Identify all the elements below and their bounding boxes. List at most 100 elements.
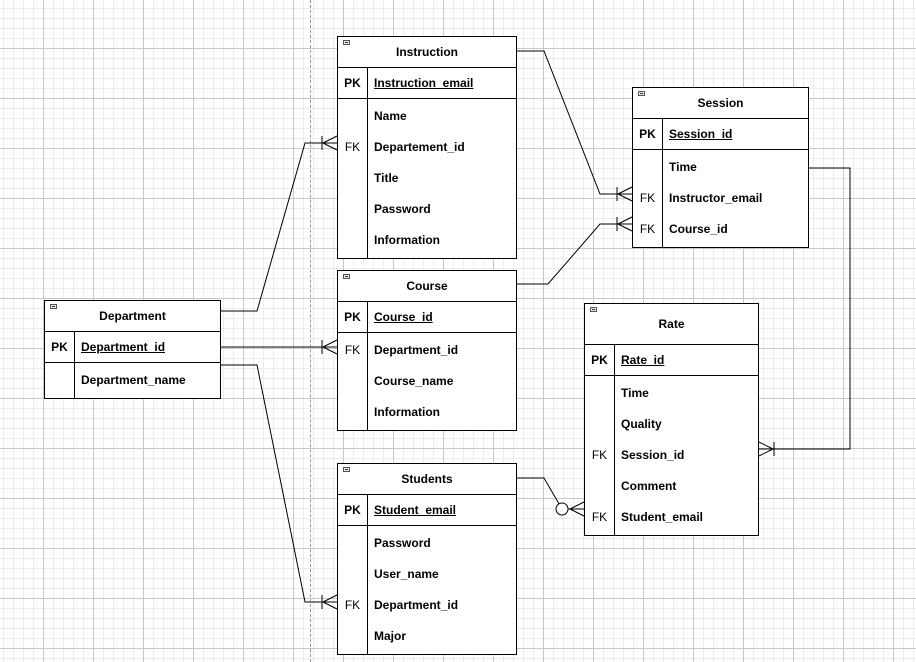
crowfoot-many-marker <box>321 594 338 610</box>
entity-header[interactable]: Course <box>338 271 516 302</box>
key-column: PK <box>633 119 663 149</box>
entity-title: Rate <box>658 317 685 331</box>
field-row[interactable]: Time <box>585 378 758 409</box>
entity-title: Students <box>401 472 453 486</box>
page-boundary-line <box>310 0 311 662</box>
field-row[interactable]: FK Student_email <box>585 502 758 533</box>
field-name: Time <box>621 386 649 400</box>
field-name: Time <box>669 160 697 174</box>
field-row[interactable]: Major <box>338 621 516 652</box>
rel-students-rate <box>517 477 563 510</box>
entity-header[interactable]: Department <box>45 301 220 332</box>
primary-key-field: Session_id <box>669 127 733 141</box>
collapse-icon[interactable] <box>590 307 597 312</box>
key-column: PK <box>45 332 75 362</box>
crowfoot-many-marker <box>568 501 585 517</box>
field-row[interactable]: FK Department_id <box>338 335 516 366</box>
pk-marker: PK <box>344 310 361 324</box>
pk-marker: PK <box>51 340 68 354</box>
rel-department-instruction <box>221 142 323 312</box>
entity-title: Department <box>99 309 166 323</box>
field-name: Password <box>374 202 431 216</box>
pk-marker: PK <box>591 353 608 367</box>
primary-key-row[interactable]: PK Department_id <box>45 332 220 363</box>
crowfoot-many-marker <box>616 216 633 232</box>
crowfoot-many-marker <box>758 441 775 457</box>
key-column: PK <box>338 68 368 98</box>
primary-key-field: Instruction_email <box>374 76 474 90</box>
entity-header[interactable]: Rate <box>585 304 758 345</box>
fk-marker: FK <box>344 598 361 612</box>
pk-marker: PK <box>344 76 361 90</box>
primary-key-row[interactable]: PK Session_id <box>633 119 808 150</box>
key-column <box>338 333 368 430</box>
fk-marker: FK <box>344 140 361 154</box>
field-row[interactable]: Information <box>338 397 516 428</box>
crowfoot-many-marker <box>616 186 633 202</box>
field-name: Major <box>374 629 407 643</box>
field-name: Name <box>374 109 407 123</box>
field-row[interactable]: User_name <box>338 559 516 590</box>
fk-marker: FK <box>344 343 361 357</box>
collapse-icon[interactable] <box>50 304 57 309</box>
field-name: User_name <box>374 567 439 581</box>
fk-marker: FK <box>591 510 608 524</box>
collapse-icon[interactable] <box>343 274 350 279</box>
key-column: PK <box>338 302 368 332</box>
field-name: Department_name <box>81 373 186 387</box>
collapse-icon[interactable] <box>638 91 645 96</box>
field-name: Department_id <box>374 598 459 612</box>
field-name: Title <box>374 171 399 185</box>
field-name: Password <box>374 536 431 550</box>
field-name: Comment <box>621 479 677 493</box>
field-name: Course_name <box>374 374 454 388</box>
field-name: Instructor_email <box>669 191 763 205</box>
field-row[interactable]: Comment <box>585 471 758 502</box>
pk-marker: PK <box>639 127 656 141</box>
key-column <box>338 99 368 258</box>
field-row[interactable]: FK Department_id <box>338 590 516 621</box>
crowfoot-many-marker <box>321 339 338 355</box>
primary-key-row[interactable]: PK Course_id <box>338 302 516 333</box>
field-name: Student_email <box>621 510 704 524</box>
field-row[interactable]: Time <box>633 152 808 183</box>
field-row[interactable]: Information <box>338 225 516 256</box>
collapse-icon[interactable] <box>343 40 350 45</box>
key-column <box>45 363 75 398</box>
field-row[interactable]: Password <box>338 194 516 225</box>
field-row[interactable]: Password <box>338 528 516 559</box>
field-name: Department_id <box>374 343 459 357</box>
entity-title: Instruction <box>396 45 458 59</box>
entity-header[interactable]: Instruction <box>338 37 516 68</box>
fk-marker: FK <box>591 448 608 462</box>
collapse-icon[interactable] <box>343 467 350 472</box>
entity-header[interactable]: Students <box>338 464 516 495</box>
primary-key-field: Department_id <box>81 340 166 354</box>
field-row[interactable]: Quality <box>585 409 758 440</box>
primary-key-row[interactable]: PK Instruction_email <box>338 68 516 99</box>
crowfoot-many-marker <box>321 135 338 151</box>
entity-header[interactable]: Session <box>633 88 808 119</box>
field-row[interactable]: Department_name <box>45 365 220 396</box>
field-row[interactable]: Title <box>338 163 516 194</box>
primary-key-field: Course_id <box>374 310 433 324</box>
field-row[interactable]: Course_name <box>338 366 516 397</box>
entity-title: Session <box>697 96 744 110</box>
field-row[interactable]: Name <box>338 101 516 132</box>
primary-key-field: Student_email <box>374 503 457 517</box>
